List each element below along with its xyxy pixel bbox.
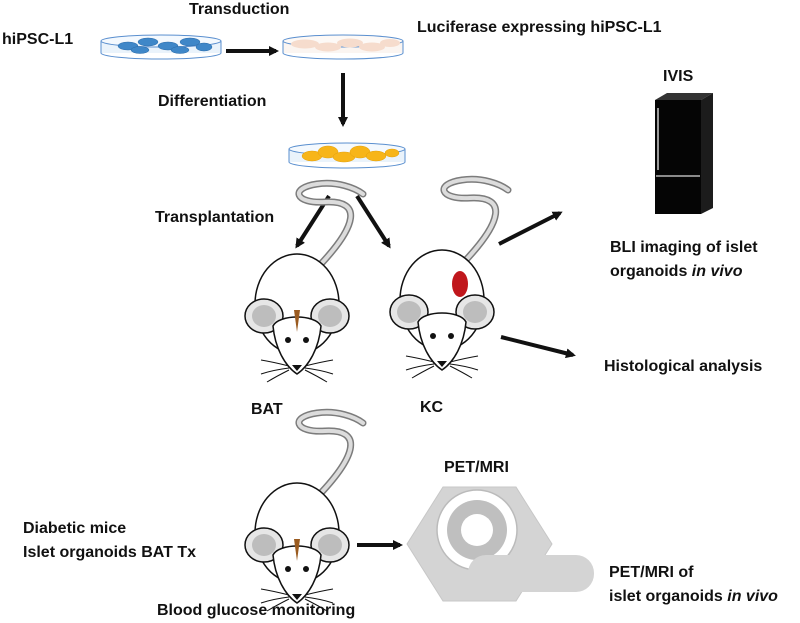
diabetic-mice-label: Diabetic mice [23, 520, 127, 537]
bli-label-italic: in vivo [691, 263, 743, 280]
differentiation-label: Differentiation [158, 93, 267, 110]
bli-label-line1: BLI imaging of islet [610, 239, 758, 256]
ivis-imager-icon [655, 93, 713, 214]
bli-label-prefix: organoids [610, 263, 692, 280]
transduction-label: Transduction [189, 1, 290, 18]
petmri-of-label: PET/MRI of [609, 564, 694, 581]
arrow-to-bli [498, 211, 563, 246]
petri-dish-yellow-organoids-icon [288, 142, 406, 169]
petmri-vivo-prefix: islet organoids [609, 588, 728, 605]
mouse-kc-icon [390, 179, 508, 378]
petmri-vivo-label: islet organoids in vivo [609, 587, 778, 607]
kc-label: KC [420, 399, 444, 416]
petri-dish-blue-cells-icon [100, 34, 222, 60]
petri-dish-pink-cells-icon [282, 34, 404, 60]
blood-glucose-label: Blood glucose monitoring [157, 602, 356, 619]
petmri-vivo-italic: in vivo [727, 588, 778, 605]
bat-label: BAT [251, 401, 283, 418]
islet-bat-tx-label: Islet organoids BAT Tx [23, 544, 197, 561]
luciferase-label: Luciferase expressing hiPSC-L1 [417, 19, 662, 36]
hipsc-label: hiPSC-L1 [2, 31, 74, 48]
arrow-to-histology [500, 335, 576, 359]
mouse-bat-icon [245, 183, 363, 382]
histology-label: Histological analysis [604, 358, 763, 375]
petmri-title-label: PET/MRI [444, 459, 509, 476]
flow-arrows [226, 46, 576, 550]
bli-label-line2: organoids in vivo [610, 262, 742, 282]
arrow-to-kc [355, 194, 391, 249]
mouse-diabetic-icon [245, 412, 363, 611]
ivis-label: IVIS [663, 68, 694, 85]
pet-mri-scanner-icon [406, 486, 594, 602]
transplantation-label: Transplantation [155, 209, 275, 226]
